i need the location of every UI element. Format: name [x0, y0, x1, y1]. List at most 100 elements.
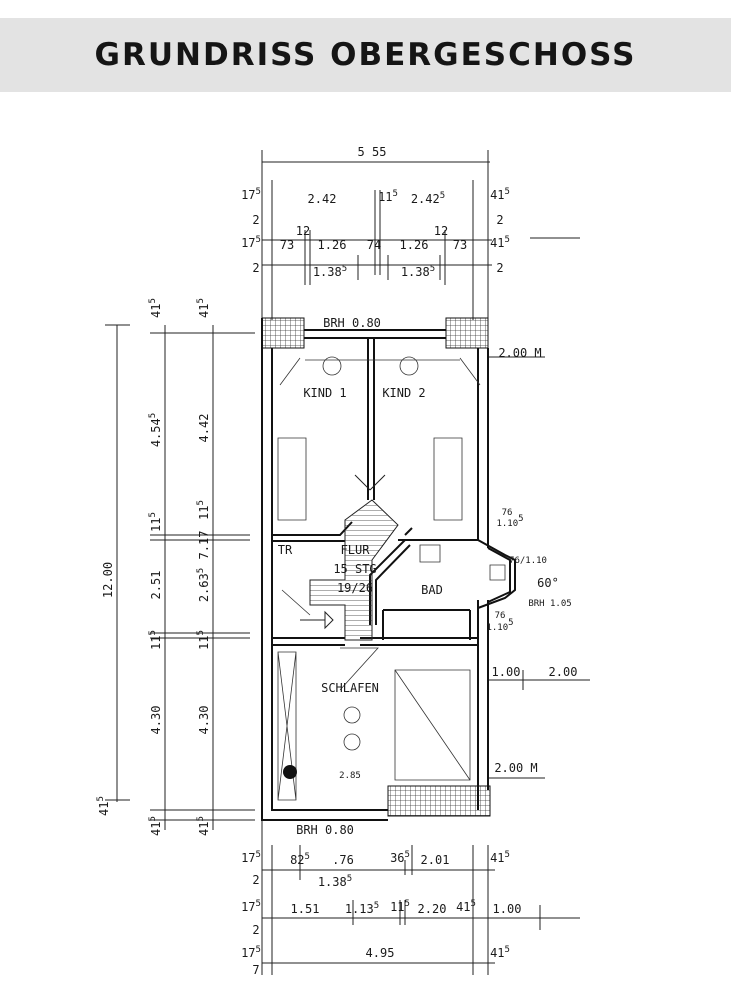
- top-dims-label: 2.42: [308, 192, 337, 206]
- room-label: TR: [278, 543, 293, 557]
- bottom-dims-label: 2.20: [418, 902, 447, 916]
- label-value: 74: [367, 238, 381, 252]
- label-value: 2.42: [411, 192, 440, 206]
- bottom-dims-label: 2: [252, 923, 259, 937]
- label-value: KIND 1: [303, 386, 346, 400]
- label-value: 1.38: [313, 265, 342, 279]
- left-dims-label: 7.17: [197, 531, 211, 560]
- balcony-hatched: [387, 785, 491, 817]
- top-dims-label: 2: [496, 261, 503, 275]
- top-dims-label: 1.385: [313, 264, 347, 279]
- label-value: 2.20: [418, 902, 447, 916]
- label-value: .76: [332, 853, 354, 867]
- top-dims-label: 175: [241, 187, 261, 202]
- label-value: 17: [241, 236, 255, 250]
- label-superscript: 5: [505, 850, 510, 860]
- room-label: 2.85: [339, 771, 361, 781]
- label-value: 73: [453, 238, 467, 252]
- label-value: 60°: [537, 576, 559, 590]
- label-value: 12: [434, 224, 448, 238]
- left-dims-label: 115: [148, 512, 163, 532]
- bottom-dims-label: 4.95: [366, 946, 395, 960]
- label-value: 11: [149, 635, 163, 649]
- label-value: 76: [495, 611, 506, 621]
- top-dims-label: 5 55: [358, 145, 387, 159]
- label-value: 1.51: [291, 902, 320, 916]
- top-dims-label: 115: [378, 189, 398, 204]
- label-value: 36: [390, 851, 404, 865]
- room-label: BAD: [421, 583, 443, 597]
- label-superscript: 5: [196, 500, 206, 505]
- top-dims-label: 415: [490, 187, 510, 202]
- window-box-left: [261, 317, 305, 349]
- room-label: KIND 2: [382, 386, 425, 400]
- label-superscript: 5: [256, 235, 261, 245]
- annotation-label: 60°: [537, 576, 559, 590]
- label-value: 2: [252, 873, 259, 887]
- label-value: 41: [490, 236, 504, 250]
- window-box-right: [445, 317, 489, 349]
- left-dims-label: 415: [148, 298, 163, 318]
- label-value: 2.00: [549, 665, 578, 679]
- label-value: 41: [197, 821, 211, 835]
- label-value: 4.54: [149, 418, 163, 447]
- left-dims-label: 4.42: [197, 414, 211, 443]
- label-value: 2: [496, 261, 503, 275]
- bottom-dims-label: 1.00: [493, 902, 522, 916]
- annotation-label: 2.00: [549, 665, 578, 679]
- annotation-label: BRH 0.80: [296, 823, 354, 837]
- label-superscript: 5: [256, 945, 261, 955]
- label-superscript: 5: [148, 413, 158, 418]
- bottom-dims-label: .76: [332, 853, 354, 867]
- label-value: 7.17: [197, 531, 211, 560]
- label-superscript: 5: [148, 630, 158, 635]
- label-value: 76: [502, 508, 513, 518]
- label-superscript: 5: [518, 514, 523, 524]
- label-superscript: 5: [196, 298, 206, 303]
- label-value: 11: [390, 900, 404, 914]
- top-dims-label: 12: [296, 224, 310, 238]
- bottom-dims-label: 2.01: [421, 853, 450, 867]
- label-superscript: 5: [347, 874, 352, 884]
- label-value: 1.26: [318, 238, 347, 252]
- label-value: 11: [149, 517, 163, 531]
- label-superscript: 5: [342, 264, 347, 274]
- left-dimension-lines: [105, 324, 255, 830]
- label-value: 17: [241, 851, 255, 865]
- staircase: [309, 499, 399, 641]
- label-value: 82: [290, 853, 304, 867]
- label-value: 41: [490, 188, 504, 202]
- annotation-label: BRH 0.80: [323, 316, 381, 330]
- label-value: 41: [490, 946, 504, 960]
- label-value: 1.00: [492, 665, 521, 679]
- top-dims-label: 415: [490, 235, 510, 250]
- room-label: KIND 1: [303, 386, 346, 400]
- top-dims-label: 74: [367, 238, 381, 252]
- label-value: 2.85: [339, 771, 361, 781]
- furniture: [277, 356, 506, 801]
- left-dims-label: 415: [196, 816, 211, 836]
- label-superscript: 5: [505, 945, 510, 955]
- label-value: 4.30: [149, 706, 163, 735]
- label-superscript: 5: [256, 187, 261, 197]
- label-superscript: 5: [374, 901, 379, 911]
- top-dims-label: 2: [496, 213, 503, 227]
- room-label: 19/26: [337, 581, 373, 595]
- top-dims-label: 73: [453, 238, 467, 252]
- bottom-dimension-lines: [261, 820, 580, 975]
- bottom-dims-label: 1.385: [318, 874, 352, 889]
- label-value: 17: [241, 900, 255, 914]
- annotation-label: 76: [502, 508, 513, 518]
- label-superscript: 5: [430, 264, 435, 274]
- bottom-dims-label: 415: [490, 850, 510, 865]
- label-superscript: 5: [393, 189, 398, 199]
- label-value: 2.42: [308, 192, 337, 206]
- room-label: FLUR: [341, 543, 371, 557]
- label-value: 1.38: [401, 265, 430, 279]
- label-superscript: 5: [440, 191, 445, 201]
- label-value: 4.95: [366, 946, 395, 960]
- label-superscript: 5: [196, 816, 206, 821]
- left-dims-label: 2.635: [196, 568, 211, 602]
- label-value: 1.10: [486, 623, 508, 633]
